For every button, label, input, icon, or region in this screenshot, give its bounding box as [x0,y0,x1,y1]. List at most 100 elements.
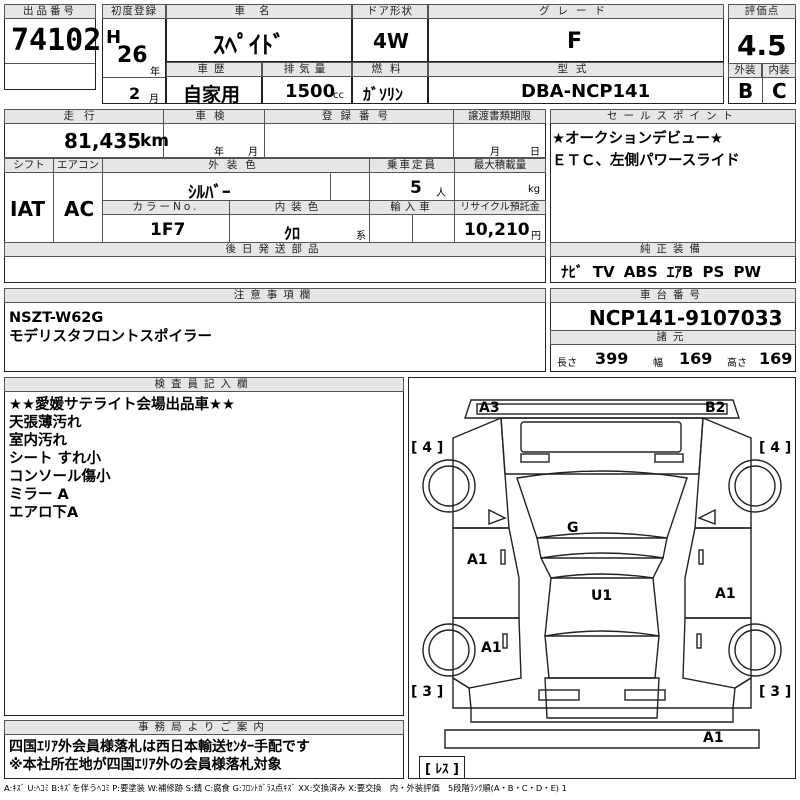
model: DBA-NCP141 [521,81,651,102]
inspector-line: ミラー A [9,487,69,503]
recycle-fee: 10,210 [464,220,530,240]
damage-left-front-door: A1 [467,552,488,568]
inspection-month-unit: 月 [248,147,258,158]
era: H [106,27,122,48]
transfer-deadline-label: 譲渡書類期限 [453,109,546,124]
tire-tread-rear-right: [ 3 ] [759,684,792,700]
sales-point-line: ＥＴＣ、左側パワースライド [552,153,740,169]
length: 399 [595,349,629,368]
year-unit: 年 [150,67,160,78]
door-type: 4W [373,29,409,53]
tire-tread-front-left: [ 4 ] [411,440,444,456]
exterior-color: ｼﾙﾊﾞｰ [188,183,231,203]
fuel-label: 燃料 [352,62,428,77]
shift-label: シフト [4,158,54,173]
capacity-unit: 人 [436,188,446,199]
history-cell: 車歴 自家用 [166,62,262,106]
aircon-label: エアコン [53,158,103,173]
recycle-label: リサイクル預託金 [454,200,546,215]
transfer-month-unit: 月 [490,147,500,158]
inspector-line: シート すれ小 [9,451,102,467]
chassis-panel: 車台番号 NCP141-9107033 諸元 長さ 399 幅 169 高さ 1… [550,288,796,372]
office-notice-line: ※本社所在地が四国ｴﾘｱ外の会員様落札対象 [9,757,282,773]
history-label: 車歴 [166,62,262,77]
interior-color-unit: 系 [356,231,366,242]
equipment-list: ﾅﾋﾞ TV ABS ｴｱB PS PW [561,263,762,281]
car-outline-diagram [422,399,782,749]
month-unit: 月 [149,94,159,105]
later-parts-label: 後日発送部品 [4,242,546,257]
inspector-label: 検査員記入欄 [4,377,404,392]
color-number-label: カラーNo. [102,200,230,215]
import-label: 輸入車 [369,200,455,215]
capacity: 5 [410,178,422,198]
interior-grade: C [772,79,787,103]
mileage-unit: km [140,131,170,151]
displacement-label: 排気量 [262,62,352,77]
inspector-line: ★★愛媛サテライト会場出品車★★ [9,397,235,413]
fuel-cell: 燃料 ｶﾞｿﾘﾝ [352,62,428,104]
displacement: 1500 [285,81,336,102]
exterior-grade: B [738,79,754,103]
damage-roof: U1 [591,588,613,604]
score-label: 評価点 [728,4,796,19]
tire-tread-rear-left: [ 3 ] [411,684,444,700]
damage-code-legend: A:ｷｽﾞ U:ﾍｺﾐ B:ｷｽﾞを伴うﾍｺﾐ P:要塗装 W:補修跡 S:錆 … [4,783,567,793]
inspector-panel: 検査員記入欄 ★★愛媛サテライト会場出品車★★ 天張薄汚れ 室内汚れ シート す… [4,377,404,716]
grade-cell: グレード F [428,4,724,62]
score-cell: 評価点 4.5 外装 内装 B C [728,4,796,104]
registration-year: 26 [117,43,148,68]
fuel: ｶﾞｿﾘﾝ [363,85,404,104]
tire-tread-front-right: [ 4 ] [759,440,792,456]
inspector-line: 室内汚れ [9,433,67,449]
inspector-line: エアロ下A [9,505,79,521]
shift: IAT [10,197,46,221]
spare-tire-status: [ ﾚｽ ] [419,756,465,779]
displacement-cell: 排気量 1500 cc [262,62,352,104]
notes-line: モデリスタフロントスポイラー [9,329,212,345]
mileage: 81,435 [64,129,142,153]
notes-panel: 注意事項欄 NSZT-W62G モデリスタフロントスポイラー [4,288,546,372]
inspection-label: 車検 [163,109,265,124]
door-label: ドア形状 [352,4,428,19]
recycle-unit: 円 [531,231,541,242]
damage-front-right-bumper: B2 [705,400,726,416]
car-name: ｽﾍﾟｲﾄﾞ [213,31,285,59]
damage-windshield: G [567,520,579,536]
lot-number-label: 出品番号 [4,4,96,19]
sales-points-label: セールスポイント [550,109,796,124]
sales-point-line: ★オークションデビュー★ [552,131,723,147]
office-notice-label: 事務局よりご案内 [4,720,404,735]
notes-label: 注意事項欄 [4,288,546,303]
chassis-label: 車台番号 [550,288,796,303]
spec-label: 諸元 [550,330,796,345]
inspector-line: コンソール傷小 [9,469,111,485]
inspector-line: 天張薄汚れ [9,415,82,431]
damage-left-rear-door: A1 [481,640,502,656]
grade: F [567,29,583,54]
height: 169 [759,349,793,368]
damage-front-left-bumper: A3 [479,400,500,416]
model-cell: 型式 DBA-NCP141 [428,62,724,104]
length-label: 長さ [557,358,577,369]
registration-month: 2 [129,84,141,103]
sales-points-panel: セールスポイント ★オークションデビュー★ ＥＴＣ、左側パワースライド 純正装備… [550,109,796,283]
capacity-label: 乗車定員 [369,158,455,173]
car-name-label: 車名 [166,4,352,19]
damage-lower-skirt: A1 [703,730,724,746]
office-notice-line: 四国ｴﾘｱ外会員様落札は西日本輸送ｾﾝﾀｰ手配です [9,739,310,755]
model-label: 型式 [428,62,724,77]
aircon: AC [64,197,95,221]
exterior-color-label: 外装色 [102,158,370,173]
mileage-label: 走行 [4,109,164,124]
max-load-label: 最大積載量 [454,158,546,173]
width-label: 幅 [653,358,663,369]
equipment-label: 純正装備 [550,242,796,257]
office-notice-panel: 事務局よりご案内 四国ｴﾘｱ外会員様落札は西日本輸送ｾﾝﾀｰ手配です ※本社所在… [4,720,404,779]
score: 4.5 [737,29,787,62]
interior-color-label: 内装色 [229,200,370,215]
exterior-grade-label: 外装 [728,63,762,78]
height-label: 高さ [727,358,747,369]
reg-number-label: 登録番号 [264,109,454,124]
first-registration-label: 初度登録 [102,4,166,19]
